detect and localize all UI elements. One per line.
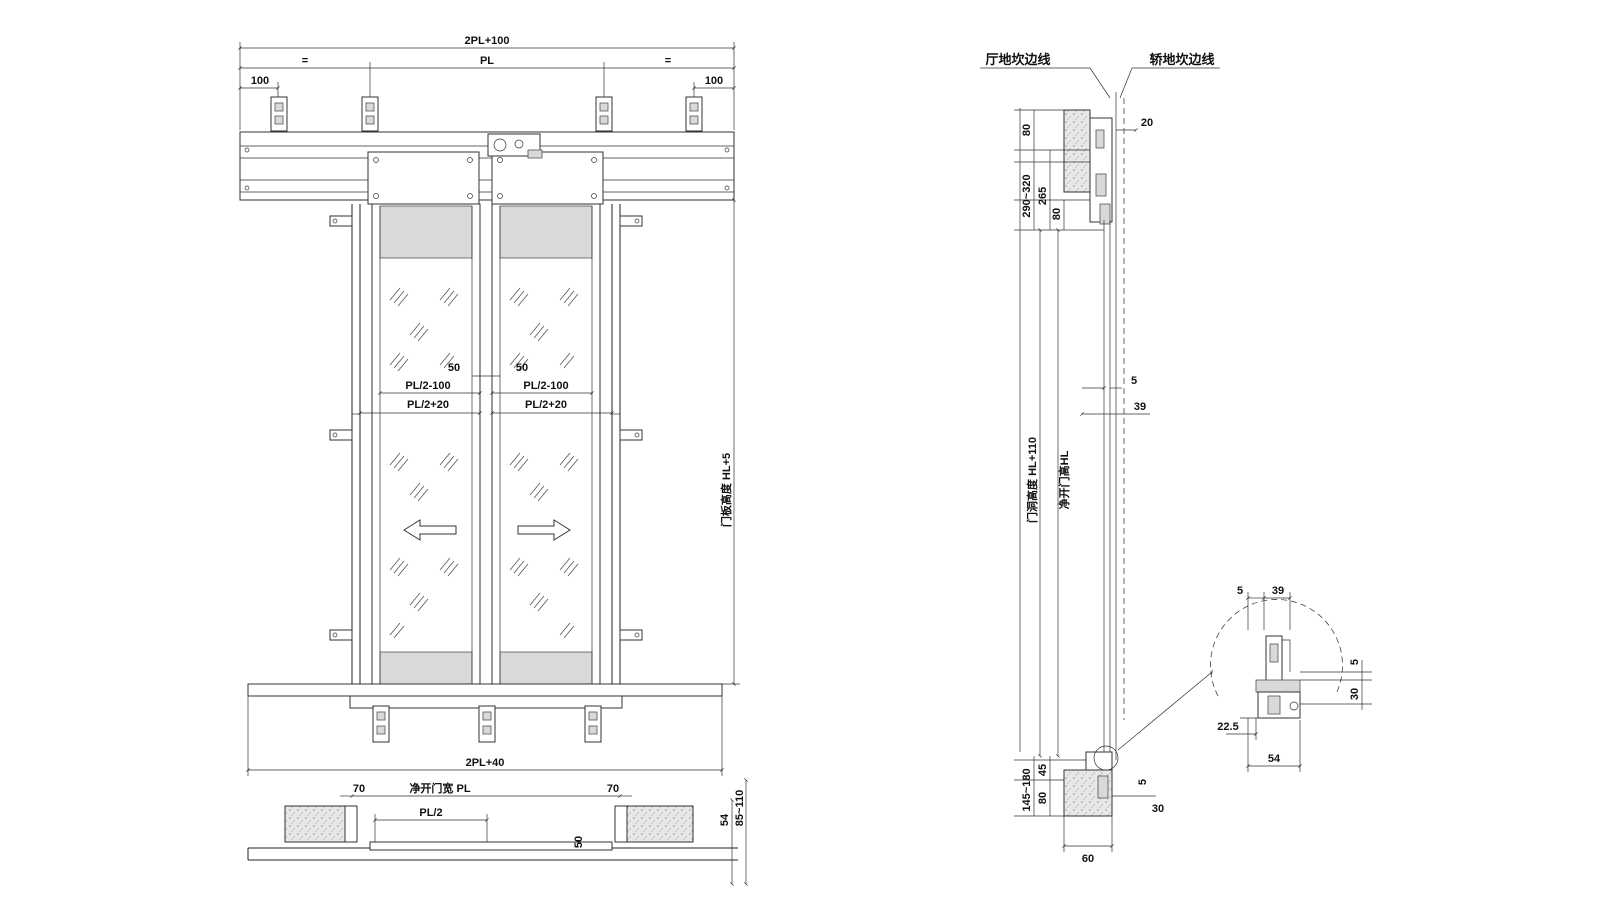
sill-brackets: [372, 705, 602, 743]
side-brackets: [329, 215, 643, 641]
dim-panel-height: 门板高度 HL+5: [719, 453, 733, 527]
dim-overall-top: 2PL+100: [465, 35, 510, 47]
dim-edge-left: 100: [251, 75, 269, 87]
top-brackets: [270, 96, 703, 132]
hanger-left: [367, 151, 480, 205]
side-view: 厅地坎边线 轿地坎边线 20 80 290~320 265 80 门洞高度: [980, 52, 1220, 865]
dim-panel-w2-left: PL/2+20: [407, 399, 449, 411]
dim-offset-left: 70: [353, 783, 365, 795]
detail-dim-22-5: 22.5: [1217, 721, 1238, 733]
dim-equal-right: =: [665, 55, 671, 67]
dim-side-265: 265: [1037, 187, 1049, 205]
dim-panel-w1-left: PL/2-100: [405, 380, 450, 392]
dim-pl-top: PL: [480, 55, 494, 67]
dim-side-60: 60: [1082, 853, 1094, 865]
plan-view: 净开门宽 PL 70 70 PL/2 50 54 85~110: [247, 778, 748, 886]
dim-clear-width: 净开门宽 PL: [409, 781, 470, 795]
detail-dim-5-side: 5: [1349, 659, 1361, 665]
dim-side-5-a: 5: [1131, 375, 1137, 387]
dim-range: 85~110: [734, 790, 746, 826]
dim-equal-left: =: [302, 55, 308, 67]
detail-dim-30-side: 30: [1349, 688, 1361, 700]
dim-side-80-bottom: 80: [1037, 792, 1049, 804]
door-lock: [487, 133, 543, 159]
dim-side-39: 39: [1134, 401, 1146, 413]
side-wall-top: [1063, 109, 1091, 193]
dim-offset-right: 70: [607, 783, 619, 795]
detail-view: 5 39 5 30 22.5 54: [1210, 585, 1372, 772]
wall-left-concrete: [284, 805, 346, 843]
open-arrow-right-icon: [517, 519, 571, 541]
label-landing-sill-line: 厅地坎边线: [985, 52, 1050, 67]
dim-edge-right: 100: [705, 75, 723, 87]
dim-opening-height: 门洞高度 HL+110: [1025, 437, 1039, 523]
glass-hatching: [389, 287, 579, 639]
header-rail: [239, 131, 735, 201]
open-arrow-left-icon: [403, 519, 457, 541]
dim-side-30: 30: [1152, 803, 1164, 815]
dim-side-5-b: 5: [1137, 779, 1149, 785]
dim-side-80-mid: 80: [1051, 208, 1063, 220]
dim-side-45: 45: [1037, 764, 1049, 776]
detail-callout-circle: [1093, 745, 1119, 771]
dim-panel-w2-right: PL/2+20: [525, 399, 567, 411]
detail-dim-39: 39: [1272, 585, 1284, 597]
landing-sill: [247, 683, 723, 697]
dim-side-20: 20: [1141, 117, 1153, 129]
dim-gap-left: 50: [448, 362, 460, 374]
wall-right-concrete: [626, 805, 694, 843]
hanger-right: [491, 151, 604, 205]
dim-depth-54: 54: [719, 813, 731, 826]
dim-half-pl: PL/2: [419, 807, 442, 819]
dim-clear-height: 净开门高HL: [1057, 450, 1071, 509]
dim-sill-width: 2PL+40: [466, 757, 505, 769]
dim-side-80-top: 80: [1021, 124, 1033, 136]
dim-gap-50: 50: [573, 836, 585, 848]
dim-gap-right: 50: [516, 362, 528, 374]
dim-side-145-180: 145~180: [1021, 768, 1033, 811]
door-panel-right: [491, 203, 601, 685]
door-panel-left: [371, 203, 481, 685]
detail-dim-5: 5: [1237, 585, 1243, 597]
detail-dim-54: 54: [1268, 753, 1281, 765]
dim-panel-w1-right: PL/2-100: [523, 380, 568, 392]
front-view: 2PL+100 = PL = 100 100: [238, 35, 740, 776]
dim-side-290-320: 290~320: [1021, 174, 1033, 217]
label-car-sill-line: 轿地坎边线: [1149, 52, 1214, 67]
